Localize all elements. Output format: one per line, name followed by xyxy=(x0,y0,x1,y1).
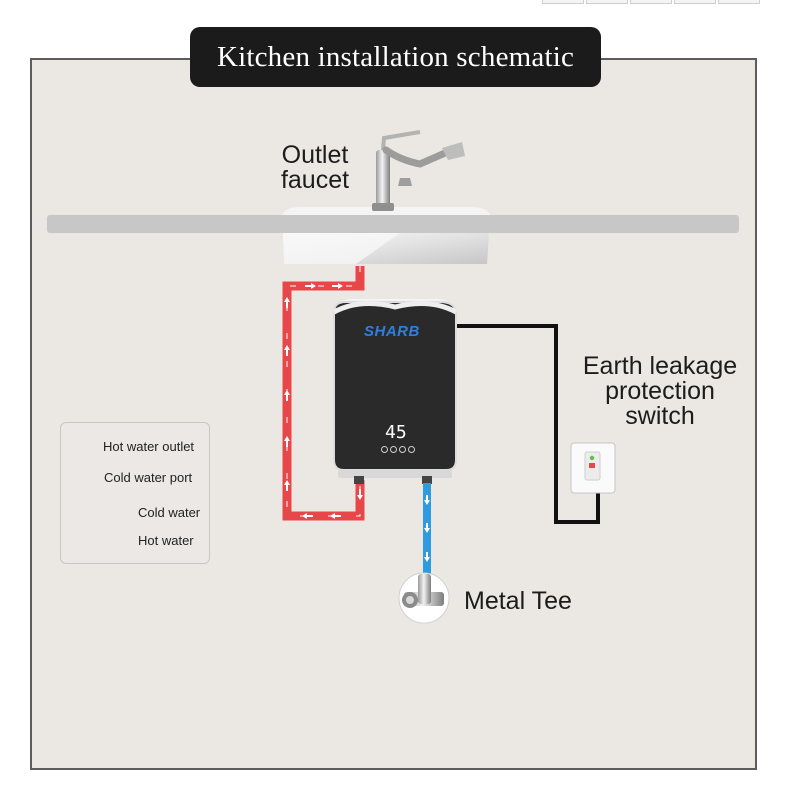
arrow-icon xyxy=(284,283,363,519)
leakage-switch-icon xyxy=(570,442,616,494)
legend-cold-water: Cold water xyxy=(138,505,201,520)
metal-tee-icon xyxy=(398,572,450,624)
faucet-icon xyxy=(372,130,465,211)
legend-hot-outlet: Hot water outlet xyxy=(103,439,195,454)
heater-brand: SHARB xyxy=(364,323,420,340)
heater-button-icon xyxy=(381,446,388,453)
earth-leakage-line3: switch xyxy=(625,402,695,430)
water-heater-icon xyxy=(332,299,458,484)
heater-display: 45 xyxy=(385,422,407,443)
power-cable xyxy=(448,324,600,524)
legend-hot-water: Hot water xyxy=(138,533,194,548)
metal-tee-label: Metal Tee xyxy=(464,587,572,615)
heater-buttons xyxy=(381,446,415,454)
outlet-faucet-line1: Outlet xyxy=(281,141,349,169)
cold-water-pipe xyxy=(423,483,431,575)
outlet-faucet-label: Outlet faucet xyxy=(273,143,357,193)
countertop xyxy=(47,215,739,233)
earth-leakage-line1: Earth leakage xyxy=(582,352,738,380)
earth-leakage-label: Earth leakage protection switch xyxy=(570,354,750,429)
outlet-faucet-line2: faucet xyxy=(280,166,350,194)
heater-button-icon xyxy=(408,446,415,453)
legend xyxy=(60,422,210,564)
heater-button-icon xyxy=(390,446,397,453)
heater-button-icon xyxy=(399,446,406,453)
legend-cold-port: Cold water port xyxy=(104,470,193,485)
earth-leakage-line2: protection xyxy=(605,377,715,405)
tab-strip xyxy=(538,0,790,4)
page-title: Kitchen installation schematic xyxy=(190,27,601,87)
